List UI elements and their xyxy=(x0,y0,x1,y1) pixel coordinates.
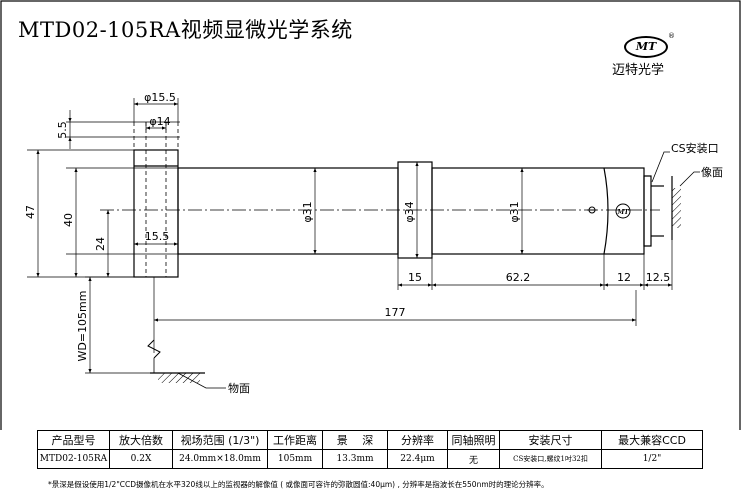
spec-cell: CS安装口,螺纹1吋32扣 xyxy=(499,449,602,469)
dim-d34: φ34 xyxy=(403,201,416,222)
dim-d15-5-top: φ15.5 xyxy=(144,91,176,104)
inner-logo-icon xyxy=(615,203,631,219)
brand-logo: MT xyxy=(624,36,668,58)
dim-12-5: 12.5 xyxy=(646,271,671,284)
dim-15-5-inner: 15.5 xyxy=(145,230,170,243)
spec-cell: 105mm xyxy=(267,449,323,469)
spec-header-cell: 分辨率 xyxy=(387,430,448,450)
spec-header-row: 产品型号 放大倍数 视场范围 (1/3") 工作距离 景 深 分辨率 同轴照明 … xyxy=(37,430,703,450)
registered-mark: ® xyxy=(668,32,675,40)
spec-header-cell: 产品型号 xyxy=(37,430,110,450)
dim-177: 177 xyxy=(385,306,406,319)
spec-header-cell: 视场范围 (1/3") xyxy=(172,430,268,450)
rear-tube xyxy=(431,167,645,255)
object-plane-hatch xyxy=(158,373,200,383)
image-plane-label: 像面 xyxy=(701,166,723,179)
lens-body xyxy=(133,149,664,278)
spec-header-cell: 放大倍数 xyxy=(109,430,173,450)
dim-d14: φ14 xyxy=(149,115,170,128)
spec-header-cell: 最大兼容CCD xyxy=(601,430,703,450)
spec-header-cell: 同轴照明 xyxy=(447,430,500,450)
object-plane-label: 物面 xyxy=(228,381,250,395)
dim-d31-b: φ31 xyxy=(508,201,521,222)
spec-header-cell: 景 深 xyxy=(322,430,388,450)
spec-header-cell: 安装尺寸 xyxy=(499,430,602,450)
dim-40: 40 xyxy=(62,213,75,227)
spec-cell: 1/2" xyxy=(601,449,703,469)
technical-drawing: MT xyxy=(0,0,741,430)
footnote: *景深是假设使用1/2"CCD摄像机在水平320线以上的监视器的解像值 ( 或像… xyxy=(48,480,549,489)
spec-cell: 13.3mm xyxy=(322,449,388,469)
main-tube xyxy=(177,167,399,255)
page-title: MTD02-105RA视频显微光学系统 xyxy=(18,18,353,42)
spec-table: 产品型号 放大倍数 视场范围 (1/3") 工作距离 景 深 分辨率 同轴照明 … xyxy=(37,430,703,469)
dim-47: 47 xyxy=(24,205,37,219)
cs-mount-thread xyxy=(643,175,652,247)
spec-cell: 0.2X xyxy=(109,449,173,469)
front-barrel xyxy=(133,149,179,278)
dim-wd: WD=105mm xyxy=(76,291,89,362)
image-plane-hatch xyxy=(672,188,681,228)
brand-block: MT ® 迈特光学 xyxy=(612,32,702,78)
cs-mount-label: CS安装口 xyxy=(671,141,719,155)
spec-header-cell: 工作距离 xyxy=(267,430,323,450)
break-symbol xyxy=(147,339,161,359)
dim-5-5: 5.5 xyxy=(56,121,69,139)
spec-cell: 22.4μm xyxy=(387,449,448,469)
dim-12: 12 xyxy=(617,271,631,284)
dim-62-2: 62.2 xyxy=(506,271,531,284)
page-frame xyxy=(0,0,741,430)
dim-d31-a: φ31 xyxy=(301,201,314,222)
spec-data-row: MTD02-105RA 0.2X 24.0mm×18.0mm 105mm 13.… xyxy=(37,449,703,469)
dim-24: 24 xyxy=(94,237,107,251)
spec-cell: MTD02-105RA xyxy=(37,449,110,469)
spec-cell: 无 xyxy=(447,449,500,469)
svg-text:MT: MT xyxy=(616,209,629,216)
brand-name: 迈特光学 xyxy=(612,63,665,78)
spec-cell: 24.0mm×18.0mm xyxy=(172,449,268,469)
dim-15: 15 xyxy=(408,271,422,284)
